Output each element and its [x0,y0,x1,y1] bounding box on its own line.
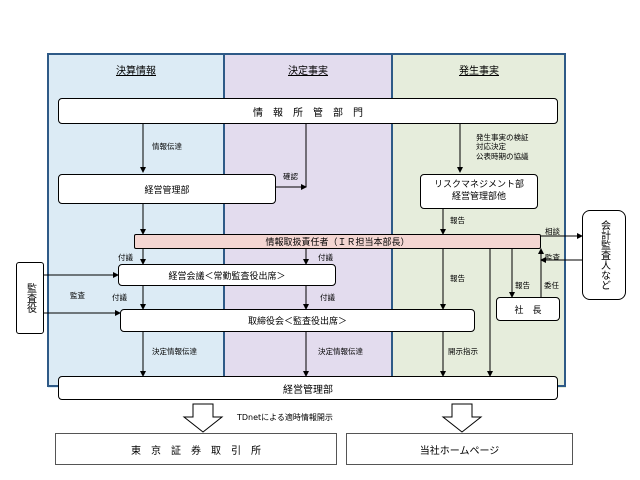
delegate-label: 委任 [544,281,559,290]
column-title-decided: 決定事実 [288,66,328,77]
risk-dept-box: リスクマネジメント部 経営管理部他 [420,174,538,209]
tse-label: 東 京 証 券 取 引 所 [131,445,261,457]
consult-label: 相談 [545,227,560,236]
column-separator-2 [391,54,393,388]
homepage-box: 当社ホームページ [346,433,573,465]
confirm-label: 確認 [283,172,298,181]
ir-officer-label: 情報取扱責任者（ＩＲ担当本部長） [265,238,410,248]
report-label-1: 報告 [450,216,465,225]
column-title-earnings: 決算情報 [116,66,156,77]
submit-label-4: 付議 [320,293,335,302]
fact-verify-label: 発生事実の検証 対応決定 公表時期の協議 [476,133,529,161]
info-dept-label: 情 報 所 管 部 門 [253,107,363,119]
submit-label-3: 付議 [112,293,127,302]
column-title-occurred: 発生事実 [459,66,499,77]
submit-label-2: 付議 [318,253,333,262]
president-label: 社 長 [514,305,542,316]
info-dept-box: 情 報 所 管 部 門 [58,98,558,124]
exec-meeting-label: 経営会議＜常勤監査役出席＞ [168,271,286,282]
board-label: 取締役会＜監査役出席＞ [247,317,347,327]
accounting-auditor-box: 会計監査人など [582,210,626,300]
decision-info-label-2: 決定情報伝達 [318,347,363,356]
board-box: 取締役会＜監査役出席＞ [120,309,475,332]
homepage-label: 当社ホームページ [419,445,500,457]
audit-label-right: 監査 [545,253,560,262]
exec-meeting-box: 経営会議＜常勤監査役出席＞ [118,264,336,286]
column-separator-1 [223,54,225,388]
auditor-box: 監査役 [16,262,44,334]
president-box: 社 長 [496,297,560,321]
report-label-3: 報告 [515,281,530,290]
mgmt-dept-label: 経営管理部 [144,185,190,196]
mgmt-dept-box: 経営管理部 [58,174,276,204]
accounting-auditor-label: 会計監査人など [598,220,610,290]
report-label-2: 報告 [450,274,465,283]
disclosure-instruct-label: 開示指示 [448,347,478,356]
tdnet-label: TDnetによる適時情報開示 [237,413,333,422]
decision-info-label-1: 決定情報伝達 [152,347,197,356]
mgmt-dept-bottom-box: 経営管理部 [58,376,558,400]
tse-box: 東 京 証 券 取 引 所 [55,433,337,465]
submit-label-1: 付議 [118,253,133,262]
auditor-label: 監査役 [24,283,36,313]
info-transfer-label: 情報伝達 [152,142,182,151]
audit-label-left: 監査 [70,291,85,300]
ir-officer-bar: 情報取扱責任者（ＩＲ担当本部長） [134,234,541,249]
mgmt-dept-bottom-label: 経営管理部 [283,384,333,396]
risk-dept-label: リスクマネジメント部 経営管理部他 [433,179,524,202]
